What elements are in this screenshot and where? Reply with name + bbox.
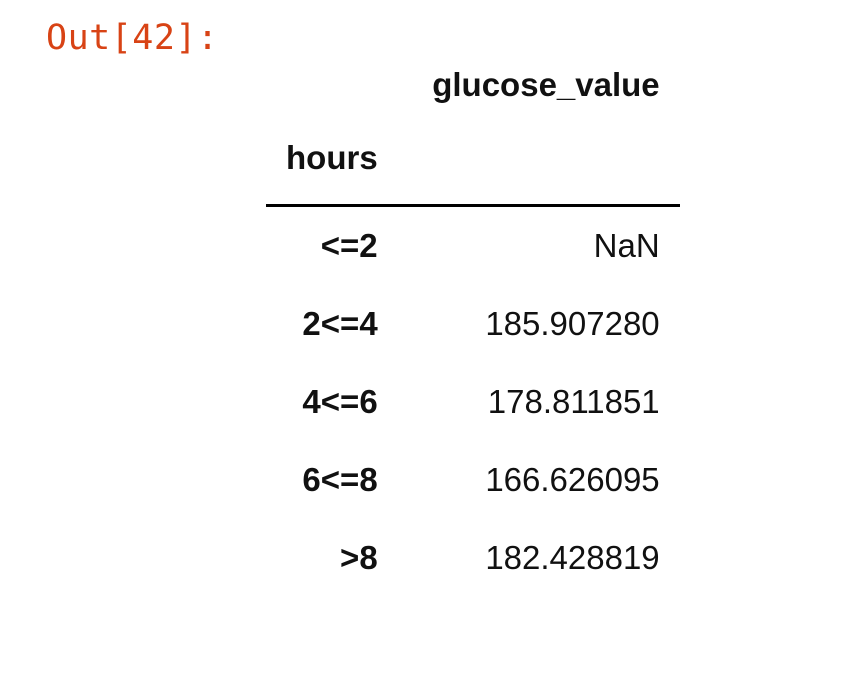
cell-value: 185.907280 bbox=[485, 305, 660, 342]
row-label: >8 bbox=[340, 539, 378, 576]
row-label: 6<=8 bbox=[302, 461, 378, 498]
output-prompt: Out[42]: bbox=[46, 18, 219, 58]
row-label: 2<=4 bbox=[302, 305, 378, 342]
header-spacer bbox=[266, 58, 398, 112]
table-row: <=2 NaN bbox=[266, 206, 680, 286]
cell-value: 166.626095 bbox=[485, 461, 660, 498]
cell-value: 182.428819 bbox=[485, 539, 660, 576]
index-name-row: hours bbox=[266, 112, 680, 207]
table-row: 4<=6 178.811851 bbox=[266, 363, 680, 441]
column-header-glucose-value: glucose_value bbox=[432, 66, 660, 103]
table-row: 2<=4 185.907280 bbox=[266, 285, 680, 363]
index-name-spacer bbox=[397, 112, 680, 207]
cell-value: 178.811851 bbox=[487, 383, 660, 420]
column-header-row: glucose_value bbox=[266, 58, 680, 112]
dataframe-table: glucose_value hours <=2 NaN 2<=4 185.907… bbox=[266, 58, 680, 597]
row-label: 4<=6 bbox=[302, 383, 378, 420]
index-name: hours bbox=[266, 112, 398, 207]
table-row: 6<=8 166.626095 bbox=[266, 441, 680, 519]
table-row: >8 182.428819 bbox=[266, 519, 680, 597]
cell-value: NaN bbox=[593, 227, 660, 264]
row-label: <=2 bbox=[320, 227, 378, 264]
